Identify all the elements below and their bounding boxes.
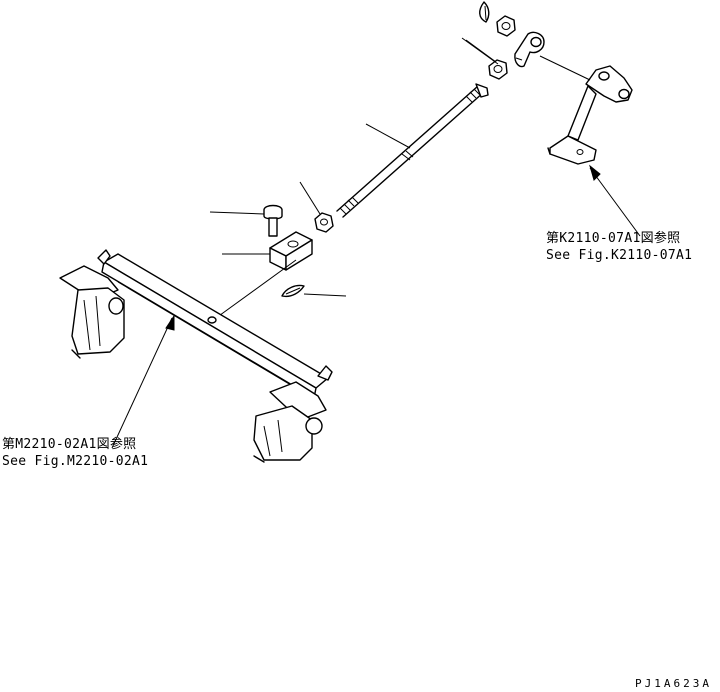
nut-rod-bottom (314, 212, 334, 233)
drawing-code: PJ1A623A (635, 677, 712, 690)
crossbar-reference-en: See Fig.M2210-02A1 (2, 454, 149, 469)
nut-top (496, 15, 516, 37)
bell-crank-lever (539, 55, 633, 165)
reference-arrows (165, 164, 601, 331)
rod-end-eye (514, 31, 545, 68)
cross-bar (97, 249, 333, 399)
nut-rod-top (488, 59, 508, 80)
alignment-lines (215, 37, 499, 319)
lever-reference: 第K2110-07A1図参照 See Fig.K2110-07A1 (546, 230, 692, 264)
block (269, 231, 313, 271)
cotter-pin-top (479, 1, 490, 23)
left-bracket (59, 265, 125, 359)
crossbar-reference: 第M2210-02A1図参照 See Fig.M2210-02A1 (2, 436, 148, 470)
link-rod (336, 83, 489, 218)
leader-lines (111, 39, 641, 449)
cotter-pin-bottom (281, 284, 305, 298)
right-bracket (253, 381, 327, 463)
crossbar-reference-jp: 第M2210-02A1図参照 (2, 437, 137, 452)
lever-reference-en: See Fig.K2110-07A1 (546, 248, 693, 263)
lever-reference-jp: 第K2110-07A1図参照 (546, 231, 681, 246)
bolt (263, 204, 283, 237)
